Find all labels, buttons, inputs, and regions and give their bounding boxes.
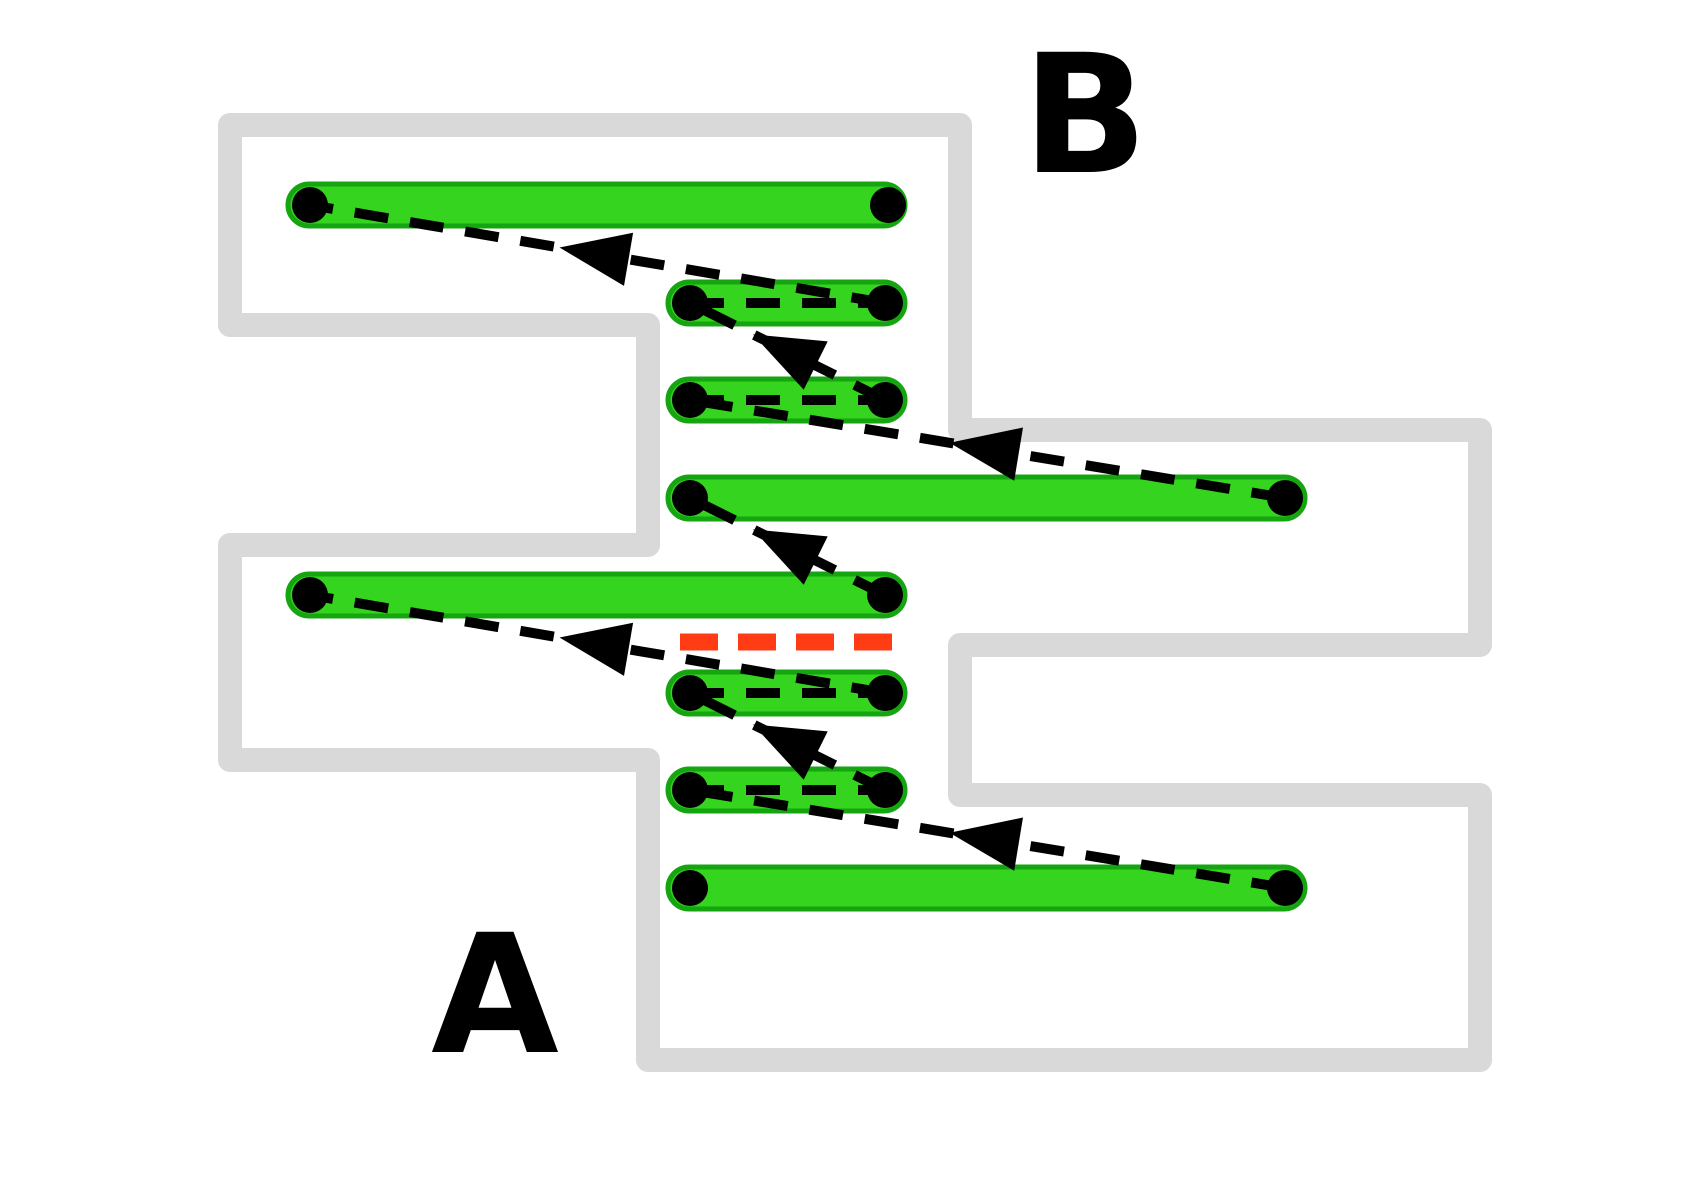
direction-arrow bbox=[949, 427, 1023, 481]
waypoint-dot bbox=[867, 382, 903, 418]
waypoint-dot bbox=[672, 870, 708, 906]
waypoint-dot bbox=[870, 187, 906, 223]
waypoint-dot bbox=[672, 772, 708, 808]
waypoint-dot bbox=[672, 285, 708, 321]
sweep-segment-8 bbox=[665, 864, 1308, 912]
direction-arrow bbox=[753, 334, 828, 390]
path-segment-6 bbox=[687, 493, 888, 600]
sweep-segment-5 bbox=[285, 571, 908, 619]
direction-arrow bbox=[753, 724, 828, 780]
waypoint-dot bbox=[672, 480, 708, 516]
waypoint-dot bbox=[1267, 870, 1303, 906]
waypoint-dot bbox=[292, 577, 328, 613]
waypoint-dot bbox=[867, 577, 903, 613]
waypoint-dot bbox=[672, 675, 708, 711]
waypoint-dot bbox=[867, 285, 903, 321]
direction-arrow bbox=[949, 817, 1023, 871]
cell-label-b: B bbox=[1022, 19, 1148, 211]
direction-arrow bbox=[753, 529, 828, 585]
path-segment-3 bbox=[687, 688, 888, 795]
direction-arrow bbox=[559, 622, 634, 676]
waypoint-dot bbox=[1267, 480, 1303, 516]
waypoint-dot bbox=[292, 187, 328, 223]
direction-arrow bbox=[559, 232, 634, 286]
waypoint-dot bbox=[672, 382, 708, 418]
sweep-segment-2 bbox=[665, 279, 908, 327]
sweep-segment-6 bbox=[665, 669, 908, 717]
render-root bbox=[218, 113, 1492, 1072]
waypoint-dot bbox=[867, 772, 903, 808]
region-boundary bbox=[218, 113, 1492, 1072]
waypoint-dot bbox=[867, 675, 903, 711]
path-segment-9 bbox=[687, 298, 888, 405]
cell-label-a: A bbox=[431, 899, 559, 1091]
sweep-segment-4 bbox=[665, 474, 1308, 522]
